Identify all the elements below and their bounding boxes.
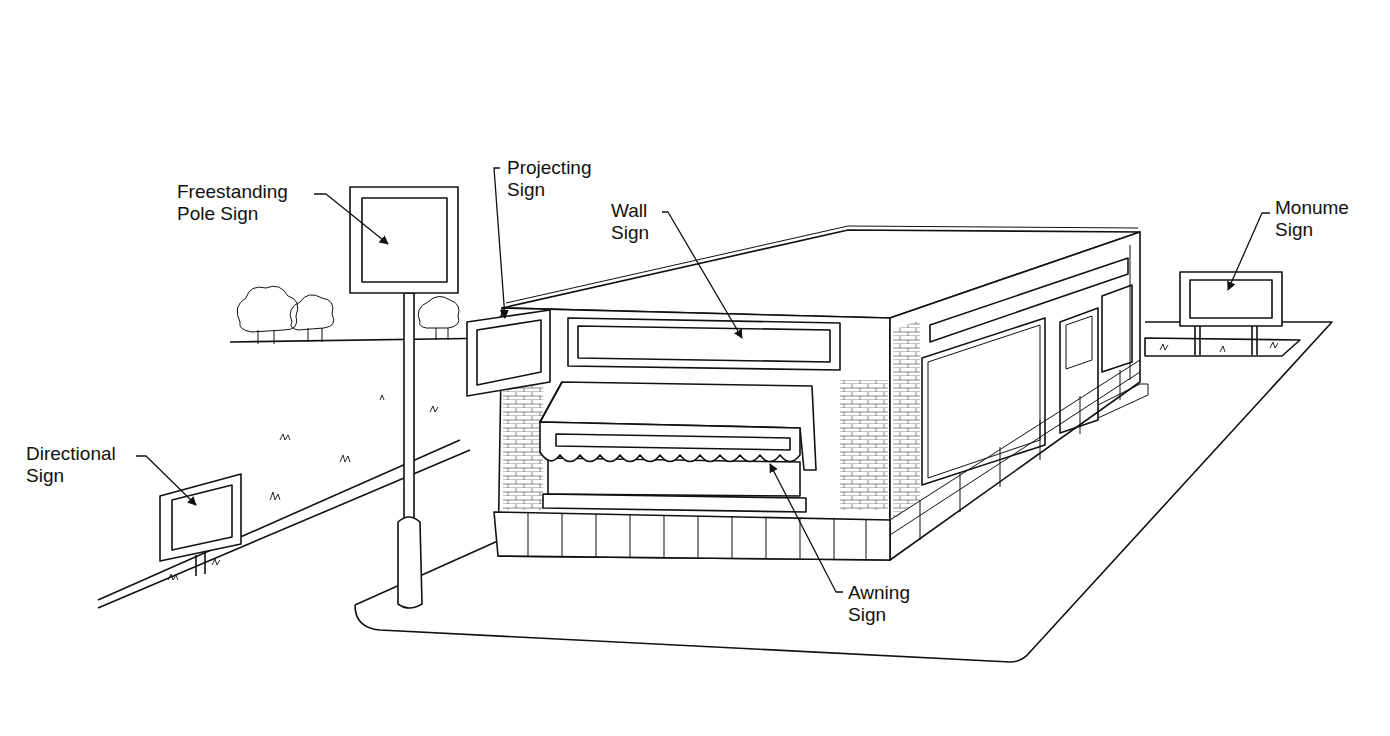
callout-label: Monume Sign bbox=[1275, 197, 1349, 241]
trees bbox=[237, 286, 459, 344]
projecting-sign bbox=[467, 308, 550, 396]
callout-label: Directional Sign bbox=[26, 443, 116, 487]
callout-label: Projecting Sign bbox=[507, 157, 592, 201]
callout-label: Freestanding Pole Sign bbox=[177, 181, 305, 225]
directional-sign bbox=[160, 474, 241, 576]
callout-label: Wall Sign bbox=[611, 200, 649, 244]
leader-lines bbox=[136, 168, 1270, 592]
building bbox=[494, 226, 1148, 560]
monument-sign bbox=[1145, 272, 1300, 356]
callout-label: Awning Sign bbox=[848, 582, 910, 626]
pole-sign bbox=[350, 187, 458, 608]
